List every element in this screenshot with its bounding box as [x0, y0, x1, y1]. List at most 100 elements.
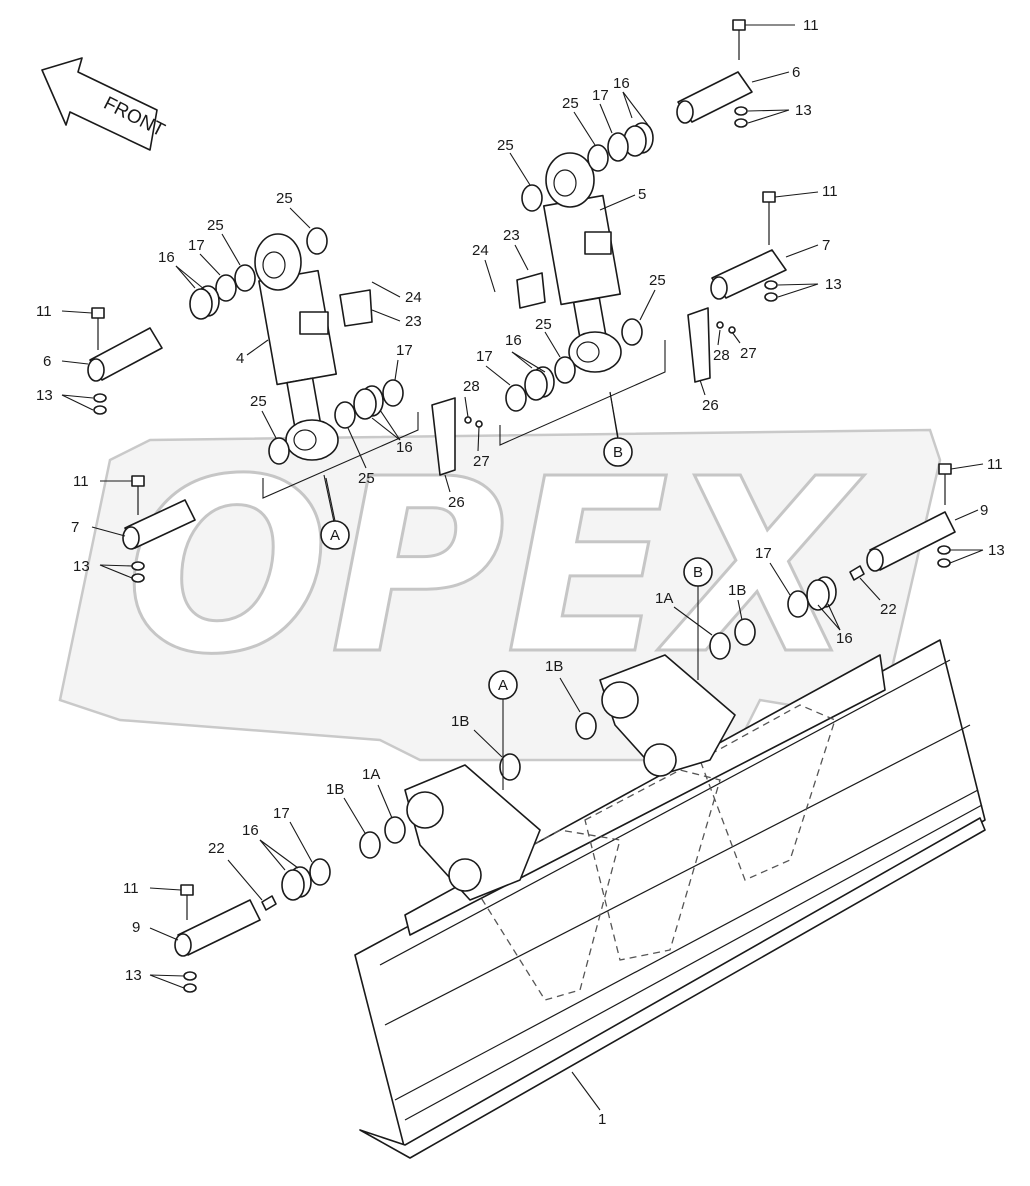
- cylinder-left: [254, 233, 339, 461]
- clamp-right: [516, 272, 546, 309]
- leader-line: [609, 391, 619, 438]
- leader-line: [769, 562, 791, 596]
- callout-label-c17a: 17: [592, 87, 609, 104]
- reference-marker-rb2: B: [693, 564, 703, 581]
- leader-line: [622, 91, 649, 126]
- seals-and-bushings: [189, 122, 837, 901]
- watermark-backdrop: [58, 428, 942, 762]
- leader-line: [859, 577, 881, 601]
- leader-line: [289, 207, 311, 229]
- leader-line: [699, 379, 706, 396]
- leader-line: [259, 839, 286, 871]
- leader-line: [347, 427, 367, 469]
- callout-label-c16e: 16: [836, 630, 853, 647]
- callout-label-c7b: 7: [71, 519, 79, 536]
- leader-line: [261, 410, 277, 439]
- callout-label-c13f: 13: [125, 967, 142, 984]
- callout-label-c1Bc: 1B: [545, 658, 563, 675]
- pins: [87, 71, 956, 957]
- leader-line: [785, 244, 819, 258]
- callout-label-c9b: 9: [132, 919, 140, 936]
- callout-label-c11c: 11: [36, 303, 52, 320]
- callout-label-c13e: 13: [988, 542, 1005, 559]
- callout-label-c27a: 27: [740, 345, 757, 362]
- leader-line: [371, 309, 401, 322]
- leader-line: [827, 603, 841, 631]
- callout-label-c11f: 11: [123, 880, 139, 897]
- front-arrow: FRONT: [41, 57, 168, 151]
- leader-line: [371, 281, 401, 298]
- callout-label-c25c: 25: [649, 272, 666, 289]
- leader-line: [149, 887, 182, 891]
- leader-line: [149, 974, 185, 989]
- leader-line: [175, 265, 211, 295]
- callout-label-c16d: 16: [396, 439, 413, 456]
- callout-label-c9a: 9: [980, 502, 988, 519]
- watermark-text: OPEX: [126, 427, 865, 707]
- callout-label-c17b: 17: [476, 348, 493, 365]
- leader-line: [371, 417, 401, 441]
- leader-line: [477, 426, 480, 452]
- leader-line: [777, 283, 819, 286]
- callout-label-c1Ba: 1B: [326, 781, 344, 798]
- leader-line: [227, 859, 263, 901]
- callout-label-c13a: 13: [795, 102, 812, 119]
- leader-line: [61, 394, 94, 399]
- leader-line: [731, 331, 741, 344]
- callout-label-c1Ab: 1A: [362, 766, 380, 783]
- leader-line: [99, 564, 133, 567]
- leader-line: [559, 677, 581, 713]
- bracket-plate-right: [687, 307, 711, 383]
- callout-label-c22a: 22: [880, 601, 897, 618]
- callout-label-c4: 4: [236, 350, 244, 367]
- callout-label-c16b: 16: [505, 332, 522, 349]
- leader-line: [571, 1071, 601, 1111]
- bracket-plate-left: [431, 397, 456, 476]
- leader-line: [394, 359, 399, 381]
- blade-bracket-b: [599, 654, 736, 777]
- leader-line: [473, 729, 503, 758]
- leader-line: [817, 604, 841, 631]
- callout-label-c17c: 17: [396, 342, 413, 359]
- callout-label-c17f: 17: [273, 805, 290, 822]
- leader-line: [464, 396, 469, 418]
- callout-label-c1Bd: 1B: [451, 713, 469, 730]
- callout-label-c1Bb: 1B: [728, 582, 746, 599]
- callout-label-c26b: 26: [448, 494, 465, 511]
- leader-line: [61, 360, 89, 365]
- reference-marker-circle: [320, 520, 350, 550]
- leader-line: [573, 111, 596, 146]
- reference-marker-ra2: A: [498, 677, 508, 694]
- leader-line: [485, 365, 511, 386]
- callout-label-c23a: 23: [503, 227, 520, 244]
- callout-label-c25g: 25: [250, 393, 267, 410]
- callout-label-c1: 1: [598, 1111, 606, 1128]
- leader-line: [747, 109, 790, 124]
- callout-label-c13c: 13: [36, 387, 53, 404]
- callout-label-c22b: 22: [208, 840, 225, 857]
- leader-line: [544, 331, 561, 358]
- leader-line: [949, 549, 984, 564]
- reference-marker-ra1: A: [330, 527, 340, 544]
- callout-label-c6b: 6: [43, 353, 51, 370]
- watermark: OPEX: [58, 426, 942, 762]
- reference-marker-circle: [488, 670, 518, 700]
- leader-line: [950, 463, 984, 470]
- callout-label-c17e: 17: [755, 545, 772, 562]
- callout-label-c13d: 13: [73, 558, 90, 575]
- callout-label-c23b: 23: [405, 313, 422, 330]
- leader-line: [599, 194, 636, 211]
- callout-label-c11e: 11: [987, 456, 1003, 473]
- leader-line: [511, 351, 546, 373]
- leader-line: [246, 339, 269, 356]
- leader-line: [175, 265, 196, 289]
- callout-label-c25d: 25: [535, 316, 552, 333]
- leader-line: [509, 152, 531, 186]
- leader-line: [777, 283, 819, 298]
- callout-label-c27b: 27: [473, 453, 490, 470]
- callout-label-c5: 5: [638, 186, 646, 203]
- callout-label-c28b: 28: [463, 378, 480, 395]
- leader-line: [199, 253, 221, 276]
